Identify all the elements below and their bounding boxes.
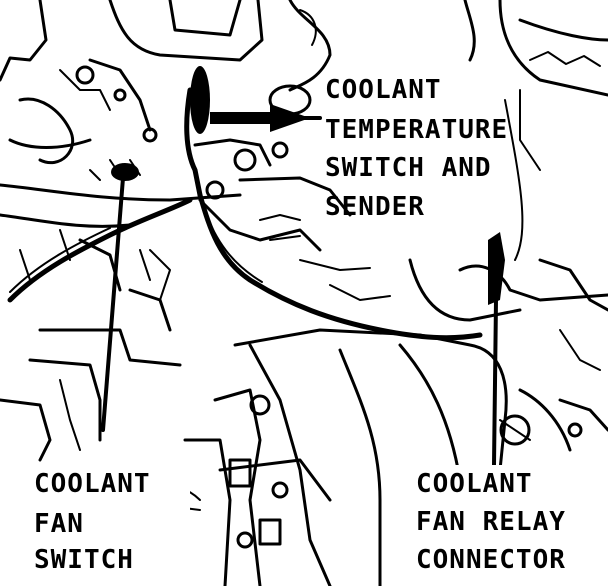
label-line: SWITCH [34,545,134,575]
label-background [30,465,190,583]
label-line: SWITCH AND [325,153,492,183]
label-coolant-fan-relay-connector: COOLANT FAN RELAY CONNECTOR [412,465,602,583]
label-line: COOLANT [416,469,533,499]
fan-relay-connector-component [488,232,505,305]
leader-line-relay-connector [492,298,498,467]
leader-line-fan-switch [101,176,125,432]
label-line: CONNECTOR [416,545,566,575]
label-coolant-fan-switch: COOLANT FAN SWITCH [30,465,190,583]
label-line: COOLANT [325,75,442,105]
coolant-temperature-switch-component [190,66,310,134]
label-line: COOLANT [34,469,151,499]
label-coolant-temperature-switch: COOLANT TEMPERATURE SWITCH AND SENDER [325,75,508,222]
label-line: TEMPERATURE [325,115,508,145]
coolant-fan-switch-component [111,163,139,181]
label-line: FAN RELAY [416,507,566,537]
label-background [412,465,602,583]
label-line: FAN [34,509,84,539]
label-line: SENDER [325,192,425,222]
